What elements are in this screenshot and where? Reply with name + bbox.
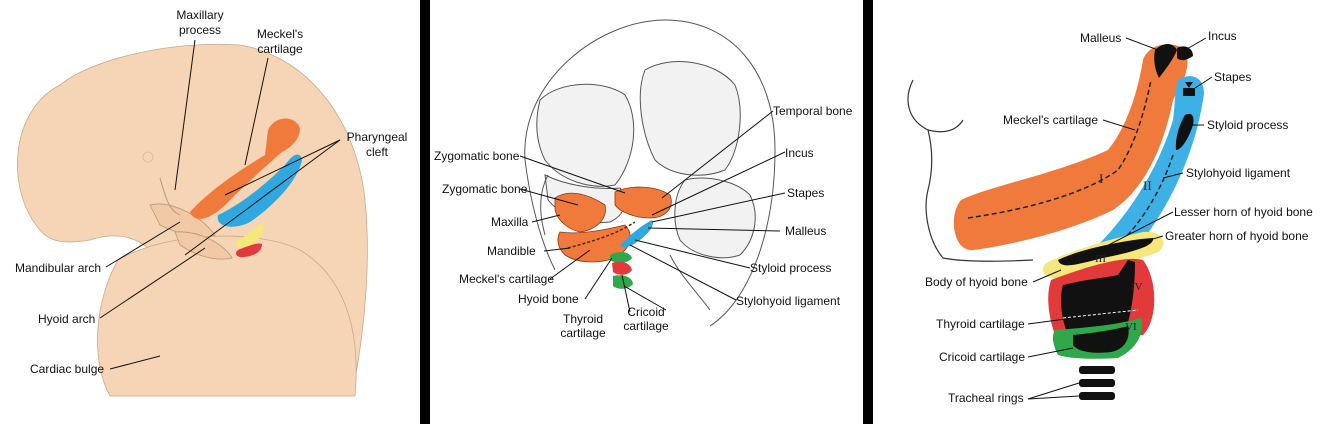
tracheal-ring — [1079, 379, 1115, 387]
skull-panel: Temporal bone Zygomatic bone Incus Zygom… — [430, 0, 863, 424]
numeral-arch-iv: IV — [1131, 281, 1143, 293]
label-body-hyoid: Body of hyoid bone — [925, 275, 1028, 289]
numeral-arch-vi: VI — [1125, 321, 1137, 333]
embryo-panel: Maxillary process Meckel's cartilage Pha… — [0, 0, 420, 424]
styloid-process-shape — [1175, 113, 1194, 150]
label-incus: Incus — [1208, 29, 1237, 43]
tracheal-ring — [1079, 392, 1115, 400]
label-pharyngeal-cleft-2: cleft — [366, 145, 389, 159]
meckels-cartilage-line — [567, 221, 636, 249]
label-pharyngeal-cleft-1: Pharyngeal — [347, 130, 408, 144]
label-cardiac-bulge: Cardiac bulge — [30, 362, 104, 376]
label-stylohyoid-ligament: Stylohyoid ligament — [1186, 166, 1291, 180]
arch-derivatives-illustration: I II III IV VI Malleus Incus Stapes Meck… — [907, 29, 1313, 405]
label-malleus: Malleus — [1080, 31, 1121, 45]
embryo-illustration: Maxillary process Meckel's cartilage Pha… — [15, 8, 408, 397]
label-meckels-cartilage: Meckel's cartilage — [1003, 113, 1098, 127]
label-temporal-bone: Temporal bone — [773, 104, 853, 118]
numeral-arch-i: I — [1099, 171, 1103, 186]
label-hyoid-bone: Hyoid bone — [518, 292, 579, 306]
numeral-arch-iii: III — [1095, 253, 1106, 265]
fourth-arch-cartilage-red — [236, 243, 262, 258]
malleus-shape — [1154, 44, 1177, 78]
label-malleus: Malleus — [785, 224, 826, 238]
cricoid-cartilage-shape — [1073, 326, 1129, 353]
third-arch-cartilage-yellow — [235, 222, 264, 249]
frontal-bone — [639, 61, 741, 176]
label-thyroid-cartilage: Thyroid cartilage — [936, 317, 1025, 331]
label-incus: Incus — [785, 146, 814, 160]
numeral-arch-ii: II — [1143, 178, 1152, 193]
head-outline — [524, 19, 776, 327]
hyoid-bone-shape — [610, 252, 632, 263]
label-styloid-process: Styloid process — [1207, 118, 1288, 132]
face-profile — [907, 79, 1034, 262]
label-cricoid-cartilage: Cricoid cartilage — [939, 350, 1025, 364]
arch-ii-stylohyoid — [1081, 76, 1204, 275]
skull-illustration: Temporal bone Zygomatic bone Incus Zygom… — [434, 19, 853, 340]
label-cricoid-cartilage-2: cartilage — [623, 319, 669, 333]
occipital-bone — [674, 177, 756, 259]
cricoid-cartilage-shape — [613, 275, 633, 289]
label-zygomatic-bone-2: Zygomatic bone — [442, 182, 528, 196]
label-tracheal-rings: Tracheal rings — [948, 391, 1024, 405]
label-mandible: Mandible — [487, 244, 536, 258]
label-stapes: Stapes — [787, 186, 824, 200]
label-hyoid-arch: Hyoid arch — [38, 312, 95, 326]
styloid-process-shape — [620, 220, 653, 248]
label-thyroid-cartilage-1: Thyroid — [563, 312, 603, 326]
label-stapes: Stapes — [1214, 70, 1251, 84]
maxilla-shape — [554, 192, 606, 233]
meckels-cartilage-line — [967, 79, 1152, 219]
incus-shape — [1177, 46, 1193, 61]
label-styloid-process: Styloid process — [750, 261, 831, 275]
label-stylohyoid-ligament: Stylohyoid ligament — [736, 294, 841, 308]
label-meckels-cartilage-1: Meckel's — [257, 27, 303, 41]
label-maxilla: Maxilla — [491, 215, 529, 229]
parietal-bone — [536, 83, 635, 187]
meckels-cartilage-orange — [190, 118, 300, 219]
arch-derivatives-panel: I II III IV VI Malleus Incus Stapes Meck… — [873, 0, 1328, 424]
label-lesser-horn-hyoid: Lesser horn of hyoid bone — [1174, 205, 1313, 219]
arch-i-meckels — [953, 44, 1188, 251]
label-meckels-cartilage: Meckel's cartilage — [459, 272, 554, 286]
label-cricoid-cartilage-1: Cricoid — [627, 305, 664, 319]
tracheal-ring — [1079, 366, 1115, 374]
label-greater-horn-hyoid: Greater horn of hyoid bone — [1165, 229, 1309, 243]
label-thyroid-cartilage-2: cartilage — [560, 326, 606, 340]
label-meckels-cartilage-2: cartilage — [257, 42, 303, 56]
label-maxillary-process-1: Maxillary — [176, 8, 223, 22]
label-mandibular-arch: Mandibular arch — [15, 261, 101, 275]
thyroid-cartilage-shape — [612, 261, 632, 275]
label-maxillary-process-2: process — [179, 23, 221, 37]
zygomatic-temporal-shape — [614, 186, 672, 219]
label-zygomatic-bone-1: Zygomatic bone — [434, 149, 520, 163]
second-arch-cartilage-blue — [217, 154, 302, 227]
hyoid-body-shape — [1058, 238, 1154, 266]
stapes-shape — [1183, 82, 1195, 96]
